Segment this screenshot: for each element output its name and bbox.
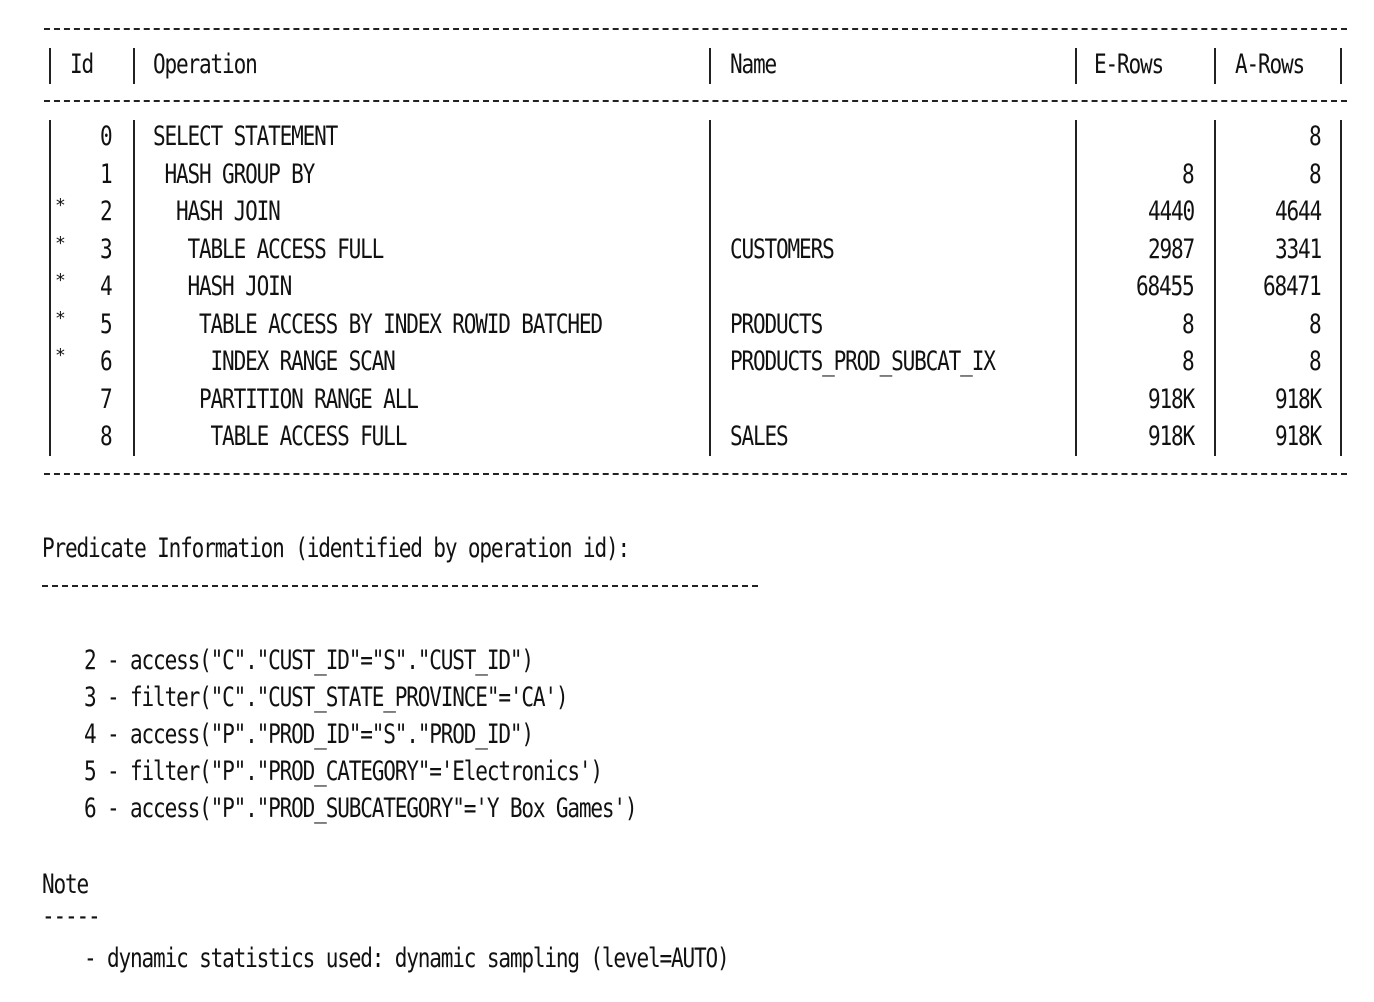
row-erows: 8 [1182, 158, 1195, 190]
row-arows: 8 [1309, 346, 1322, 377]
predicate-line: 2 - access("C"."CUST_ID"="S"."CUST_ID") [84, 645, 534, 676]
header-arows: A-Rows [1235, 49, 1305, 80]
row-arows: 8 [1309, 308, 1322, 340]
row-operation: HASH JOIN [153, 196, 281, 227]
row-erows: 4440 [1147, 196, 1195, 227]
row-arows: 8 [1309, 158, 1322, 190]
plan-top-separator [44, 28, 1347, 30]
row-arows: 68471 [1263, 271, 1322, 302]
plan-bottom-separator [44, 473, 1347, 475]
row-arows: 918K [1274, 383, 1322, 415]
row-operation: TABLE ACCESS FULL [153, 233, 385, 265]
row-operation: TABLE ACCESS BY INDEX ROWID BATCHED [153, 308, 603, 340]
header-erows: E-Rows [1094, 49, 1164, 80]
header-bar-operation [709, 48, 711, 84]
header-bar-id [133, 48, 135, 84]
row-operation: SELECT STATEMENT [153, 121, 338, 152]
row-id: 7 [100, 383, 113, 415]
note-line: - dynamic statistics used: dynamic sampl… [84, 943, 730, 974]
predicate-line: 4 - access("P"."PROD_ID"="S"."PROD_ID") [84, 719, 534, 750]
row-arows: 918K [1274, 421, 1322, 452]
header-name: Name [730, 49, 777, 80]
row-id: 6 [100, 346, 113, 377]
body-bar-operation [709, 120, 711, 456]
row-id: 1 [100, 158, 113, 190]
row-id: 2 [100, 196, 113, 227]
header-bar-right [1340, 48, 1342, 84]
note-underline: ----- [42, 901, 101, 932]
body-bar-id [133, 120, 135, 456]
row-id: 3 [100, 233, 113, 265]
row-arows: 8 [1309, 121, 1322, 152]
row-id: 8 [100, 421, 113, 452]
predicate-underline [42, 585, 758, 587]
row-id: 4 [100, 271, 113, 302]
predicate-heading: Predicate Information (identified by ope… [42, 533, 630, 564]
row-arows: 3341 [1274, 233, 1322, 265]
header-bar-left [49, 48, 51, 84]
row-operation: PARTITION RANGE ALL [153, 383, 419, 415]
predicate-line: 6 - access("P"."PROD_SUBCATEGORY"='Y Box… [84, 793, 638, 824]
row-id: 5 [100, 308, 113, 340]
predicate-marker: * [55, 270, 66, 291]
header-bar-name [1075, 48, 1077, 84]
row-operation: INDEX RANGE SCAN [153, 346, 396, 377]
header-id: Id [70, 49, 94, 80]
body-bar-right [1340, 120, 1342, 456]
body-bar-left [49, 120, 51, 456]
row-name: PRODUCTS [730, 308, 823, 340]
predicate-line: 5 - filter("P"."PROD_CATEGORY"='Electron… [84, 756, 603, 787]
row-operation: HASH GROUP BY [153, 158, 316, 190]
header-operation: Operation [153, 49, 258, 80]
row-erows: 8 [1182, 308, 1195, 340]
note-heading: Note [42, 869, 89, 900]
predicate-marker: * [55, 195, 66, 216]
row-erows: 918K [1147, 383, 1195, 415]
row-operation: HASH JOIN [153, 271, 293, 302]
row-erows: 68455 [1136, 271, 1195, 302]
row-name: CUSTOMERS [730, 233, 835, 265]
row-id: 0 [100, 121, 113, 152]
row-arows: 4644 [1274, 196, 1322, 227]
body-bar-name [1075, 120, 1077, 456]
body-bar-erows [1214, 120, 1216, 456]
predicate-marker: * [55, 345, 66, 366]
predicate-marker: * [55, 307, 66, 329]
predicate-line: 3 - filter("C"."CUST_STATE_PROVINCE"='CA… [84, 682, 569, 713]
row-operation: TABLE ACCESS FULL [153, 421, 408, 452]
plan-header-separator [44, 100, 1347, 102]
row-name: SALES [730, 421, 789, 452]
predicate-marker: * [55, 232, 66, 254]
row-erows: 2987 [1147, 233, 1195, 265]
row-name: PRODUCTS_PROD_SUBCAT_IX [730, 346, 996, 377]
header-bar-erows [1214, 48, 1216, 84]
row-erows: 918K [1147, 421, 1195, 452]
row-erows: 8 [1182, 346, 1195, 377]
